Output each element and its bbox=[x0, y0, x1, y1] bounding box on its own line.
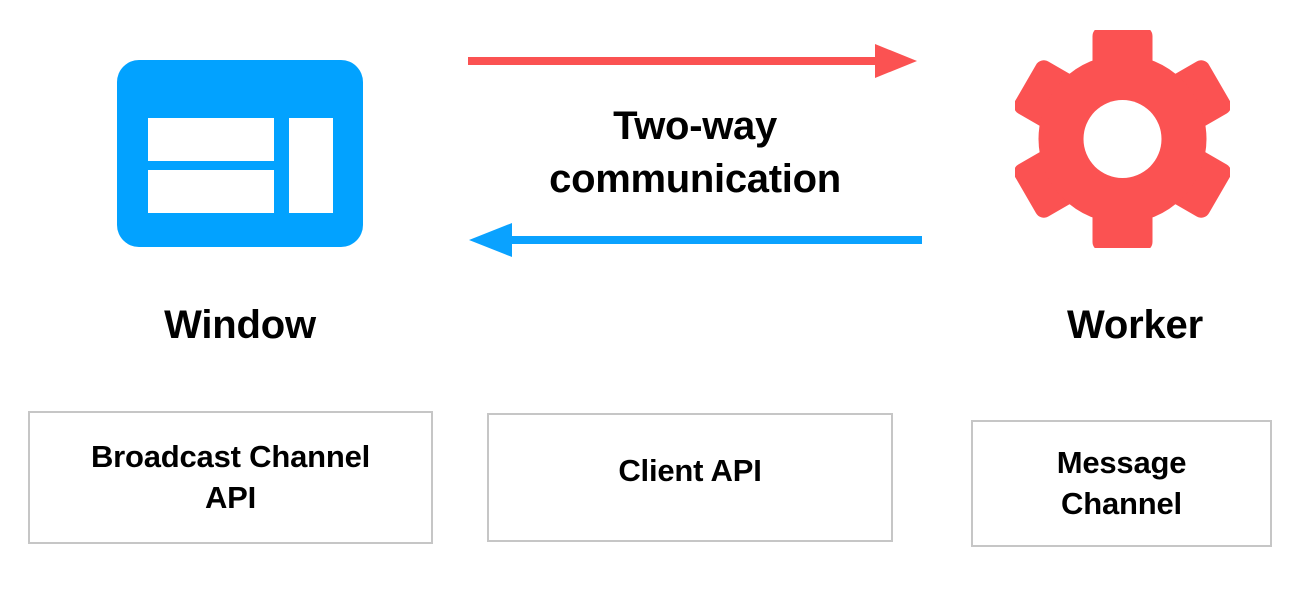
arrow-worker-to-window bbox=[469, 223, 922, 257]
arrow-group bbox=[455, 30, 935, 270]
browser-window-icon bbox=[117, 60, 363, 247]
api-box-label: Client API bbox=[618, 453, 762, 488]
api-box-client-api: Client API bbox=[487, 413, 893, 542]
node-label-worker: Worker bbox=[1067, 303, 1203, 347]
gear-icon bbox=[1013, 27, 1232, 251]
arrow-window-to-worker bbox=[468, 44, 917, 78]
node-label-window: Window bbox=[164, 303, 316, 347]
